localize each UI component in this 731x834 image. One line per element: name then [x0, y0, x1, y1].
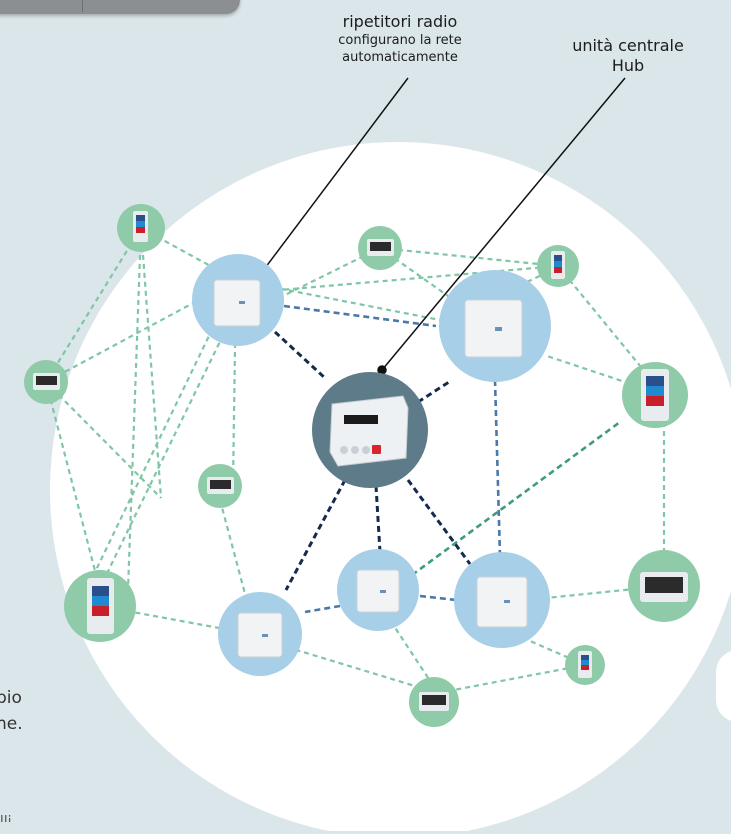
hub-repeater-link-teal [411, 420, 621, 577]
repeaters-subtitle-1: configurano la rete [338, 33, 462, 48]
sensor-door-node-bottom-left [64, 570, 136, 642]
sensor-pir-node-middle [198, 464, 242, 508]
repeater-node-top-left [192, 254, 284, 346]
sensor-pir-node-left [24, 360, 68, 404]
repeater-links [283, 304, 502, 614]
sensor-links [44, 227, 666, 695]
side-bubble [716, 650, 731, 722]
side-text-line-3: illi [0, 814, 12, 830]
hub-label: unità centrale Hub [548, 36, 708, 76]
repeater-node-bottom-right [454, 552, 550, 648]
sensor-door-node-right [622, 362, 688, 428]
sensor-door-node-top-left [117, 204, 165, 252]
repeater-node-bottom-left [218, 592, 302, 676]
sensor-door-node-top-right [537, 245, 579, 287]
sensor-pir-node-bottom [409, 677, 459, 727]
hub-subtitle: Hub [611, 56, 645, 75]
repeaters-label: ripetitori radio configurano la rete aut… [300, 12, 500, 66]
sensor-pir-node-bottom-right [628, 550, 700, 622]
side-text-line-1: pio [0, 688, 22, 708]
sensor-pir-node-top [358, 226, 402, 270]
side-text-line-2: ne. [0, 714, 23, 734]
repeaters-title: ripetitori radio [342, 12, 458, 31]
top-tab [0, 0, 240, 14]
repeater-node-top-right [439, 270, 551, 382]
hub-links [273, 330, 472, 591]
hub-node [312, 372, 428, 488]
repeater-node-bottom-center [337, 549, 419, 631]
repeaters-subtitle-2: automaticamente [342, 50, 458, 65]
hub-title: unità centrale [572, 36, 684, 55]
sensor-door-node-bottom-right [565, 645, 605, 685]
